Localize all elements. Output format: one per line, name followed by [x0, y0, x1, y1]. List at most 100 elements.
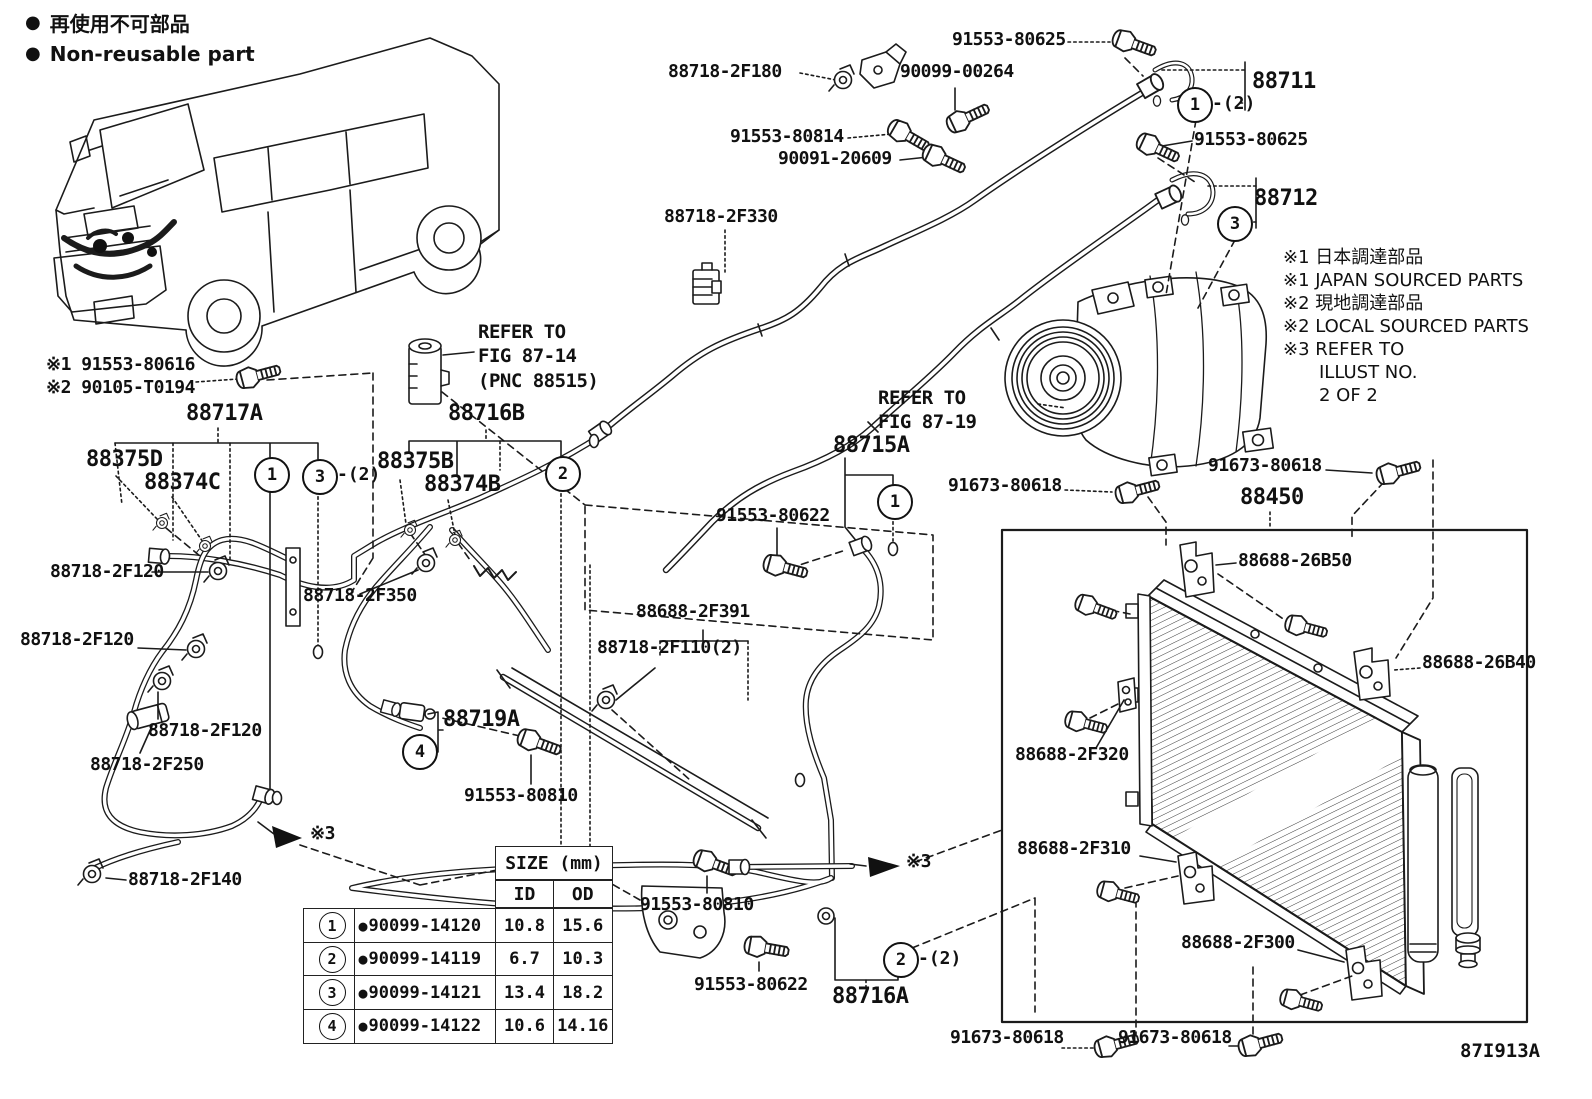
size-table-title: SIZE (mm) [495, 846, 613, 880]
bracket-2f310 [1177, 851, 1215, 905]
condenser-core [1125, 579, 1425, 995]
refer-line: FIG 87-14 [478, 345, 577, 368]
sourcing-notes: ※1 日本調達部品 ※1 JAPAN SOURCED PARTS ※2 現地調達… [1283, 246, 1529, 407]
refer-fig-87-19: REFER TO FIG 87-19 [878, 386, 977, 435]
o-ring-icon [1180, 214, 1190, 226]
o-ring-icon [887, 541, 899, 557]
spring-section [473, 565, 517, 581]
pipe-bracket-2f330 [692, 262, 722, 305]
part-label-91553-80616: ※1 91553-80616 [46, 354, 195, 375]
callout-3: 3 [302, 459, 338, 495]
support-bar [496, 667, 769, 839]
refer-fig-87-14: REFER TO FIG 87-14 (PNC 88515) [478, 320, 599, 393]
bracket-2f300 [1345, 945, 1383, 1001]
bullet-icon: ● [358, 950, 368, 968]
part-label-88718-2f180: 88718-2F180 [668, 61, 782, 82]
table-cell-part: ●90099-14122 [353, 1008, 497, 1044]
callout-1: 1 [1177, 87, 1213, 123]
table-cell-no: 4 [303, 1008, 355, 1044]
part-label-88718-2f120-c: 88718-2F120 [148, 720, 262, 741]
note-line: ※2 現地調達部品 [1283, 293, 1424, 314]
note3-mark-2: ※3 [906, 851, 931, 872]
part-label-90091-20609: 90091-20609 [778, 148, 892, 169]
bullet-icon: ● [358, 916, 368, 935]
diagram-code: 87I913A [1460, 1040, 1541, 1062]
note3-arrow-2 [849, 857, 900, 877]
part-label-88450: 88450 [1240, 485, 1304, 510]
callout-2: 2 [883, 942, 919, 978]
expansion-valve [408, 338, 450, 405]
bolt-icon [1277, 985, 1326, 1018]
callout-qty: -(2) [918, 948, 962, 969]
drier-gasket-strip [1451, 767, 1479, 937]
bracket-26b40 [1353, 647, 1391, 701]
o-ring-icon [271, 790, 283, 806]
part-label-88718-2f330: 88718-2F330 [664, 206, 778, 227]
front-harness-highlight [61, 219, 177, 280]
bullet-icon: ● [358, 1017, 368, 1035]
part-label-88711: 88711 [1252, 69, 1316, 94]
clamp-icon [181, 633, 208, 661]
part-label-88374b: 88374B [424, 472, 501, 497]
part-label-91553-80622-a: 91553-80622 [716, 505, 830, 526]
table-cell-part: ●90099-14121 [353, 975, 497, 1010]
left-pipe-bracket-plate [285, 547, 301, 627]
note-line: ※3 REFER TO [1283, 339, 1405, 360]
bolt-icon [1373, 454, 1424, 488]
refrigerant-pipes [95, 90, 1158, 909]
bolt-icon [513, 725, 565, 762]
hose-fitting-88712 [1154, 171, 1216, 217]
note3-arrow-1 [257, 821, 302, 848]
part-label-88718-2f350: 88718-2F350 [303, 585, 417, 606]
note-line: ※1 日本調達部品 [1283, 247, 1424, 268]
part-label-88374c: 88374C [144, 470, 221, 495]
part-label-90105-t0194: ※2 90105-T0194 [46, 377, 195, 398]
bolt-icon [1108, 26, 1160, 63]
bullet-icon: ● [25, 43, 41, 64]
table-cell-no: 2 [303, 941, 355, 977]
part-label-91673-80618-c: 91673-80618 [950, 1027, 1064, 1048]
bolt-icon [1235, 1026, 1286, 1060]
condenser-assembly [1000, 528, 1529, 1024]
table-cell-od: 15.6 [552, 908, 613, 943]
part-label-88718-2f110: 88718-2F110(2) [597, 637, 742, 658]
bolt-icon [1132, 129, 1184, 169]
part-label-88375d: 88375D [86, 447, 163, 472]
callout-qty: -(2) [337, 464, 381, 485]
part-label-88719a: 88719A [443, 707, 520, 732]
refer-line: REFER TO [478, 321, 566, 343]
refer-line: FIG 87-19 [878, 411, 977, 434]
o-ring-icon [588, 433, 600, 449]
part-label-88716a: 88716A [832, 984, 909, 1009]
callout-1: 1 [254, 457, 290, 493]
bullet-icon: ● [25, 11, 41, 33]
part-label-88715a: 88715A [833, 433, 910, 458]
bracket-90099 [859, 43, 907, 89]
o-ring-icon [312, 644, 324, 660]
bolt-icon [1062, 707, 1111, 740]
bracket-26b50 [1179, 541, 1215, 598]
valve-88719a [379, 698, 436, 723]
note3-mark-1: ※3 [310, 823, 335, 844]
table-cell-id: 6.7 [495, 941, 554, 977]
clamp-icon [591, 684, 618, 712]
callout-2: 2 [545, 456, 581, 492]
pipe-sleeve-ticks [757, 253, 1000, 433]
part-label-91553-80625-b: 91553-80625 [1194, 129, 1308, 150]
part-label-91553-80814: 91553-80814 [730, 126, 844, 147]
part-label-88718-2f120-a: 88718-2F120 [50, 561, 164, 582]
bolt-icon [233, 358, 284, 392]
part-label-88375b: 88375B [377, 449, 454, 474]
bolt-icon [1071, 590, 1121, 626]
bullet-icon: ● [358, 983, 368, 1002]
table-cell-part: ●90099-14119 [353, 941, 497, 977]
table-cell-no: 1 [303, 908, 355, 943]
part-label-88688-26b50: 88688-26B50 [1238, 550, 1352, 571]
callout-qty: -(2) [1212, 93, 1256, 114]
cushion-2f250 [126, 702, 170, 731]
clamp-icon [828, 64, 855, 92]
part-label-91553-80622-b: 91553-80622 [694, 974, 808, 995]
bolt-icon [1282, 611, 1331, 644]
callout-3: 3 [1217, 206, 1253, 242]
